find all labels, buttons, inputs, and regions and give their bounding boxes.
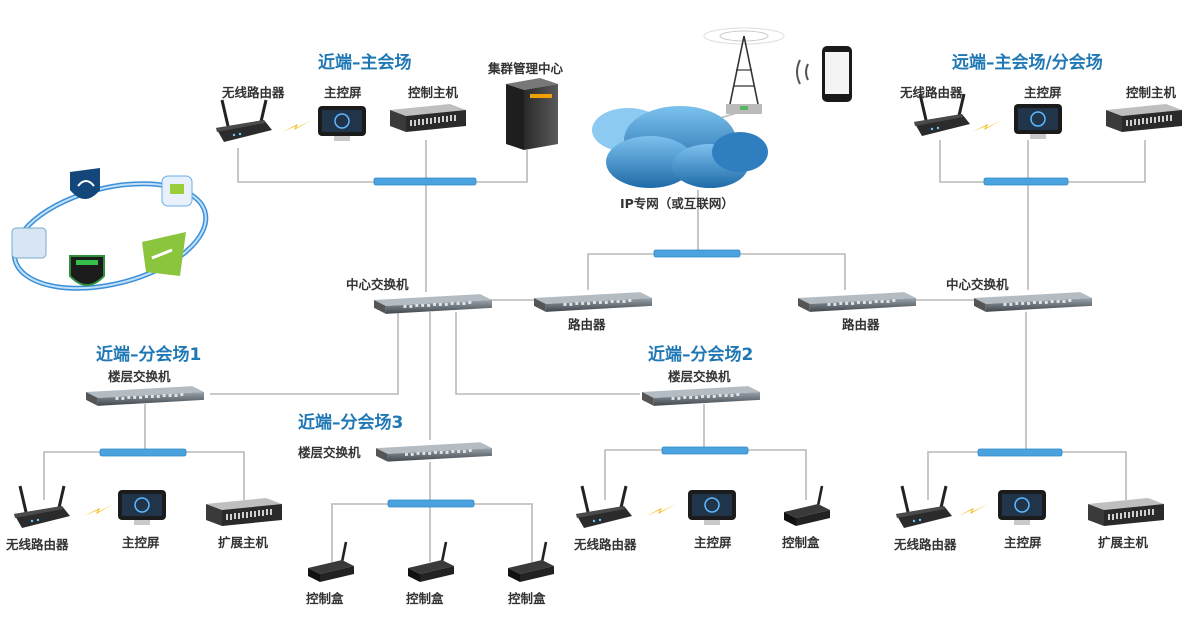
label-expansion-host: 扩展主机 bbox=[218, 535, 269, 550]
cloud-icon bbox=[592, 106, 768, 188]
label-control-host: 控制主机 bbox=[1126, 85, 1177, 100]
label-wifi-router: 无线路由器 bbox=[222, 85, 285, 100]
router-switch-icon bbox=[534, 292, 652, 312]
label-cloud: IP专网（或互联网） bbox=[620, 196, 734, 211]
wifi-router-icon bbox=[894, 484, 954, 530]
label-central-switch: 中心交换机 bbox=[346, 277, 409, 292]
touch-screen-icon bbox=[1013, 103, 1063, 140]
title-near-sub1: 近端–分会场1 bbox=[96, 345, 202, 365]
control-box-icon bbox=[406, 540, 456, 584]
title-near-main: 近端–主会场 bbox=[318, 53, 412, 73]
label-central-switch: 中心交换机 bbox=[946, 277, 1009, 292]
switch-icon bbox=[86, 386, 204, 406]
wireless-signal-icon bbox=[282, 120, 312, 132]
label-control-box: 控制盒 bbox=[508, 591, 546, 606]
label-main-screen: 主控屏 bbox=[694, 535, 732, 550]
control-host-icon bbox=[390, 104, 466, 132]
label-wifi-router: 无线路由器 bbox=[574, 537, 637, 552]
control-box-icon bbox=[782, 484, 832, 528]
phone-icon bbox=[796, 46, 852, 102]
title-near-sub3: 近端–分会场3 bbox=[298, 413, 404, 433]
switch-icon bbox=[374, 294, 492, 314]
wireless-signal-icon bbox=[972, 120, 1002, 132]
antenna-tower-icon bbox=[703, 27, 785, 114]
label-wifi-router: 无线路由器 bbox=[900, 85, 963, 100]
label-wifi-router: 无线路由器 bbox=[6, 537, 69, 552]
label-main-screen: 主控屏 bbox=[1024, 85, 1062, 100]
label-wifi-router: 无线路由器 bbox=[894, 537, 957, 552]
title-far-main: 远端–主会场/分会场 bbox=[952, 53, 1103, 73]
wifi-router-icon bbox=[12, 484, 72, 530]
control-box-icon bbox=[506, 540, 556, 584]
label-control-box: 控制盒 bbox=[782, 535, 820, 550]
switch-icon bbox=[974, 292, 1092, 312]
control-box-icon bbox=[306, 540, 356, 584]
label-control-box: 控制盒 bbox=[306, 591, 344, 606]
label-router: 路由器 bbox=[568, 317, 606, 332]
server-icon bbox=[506, 78, 558, 150]
control-host-icon bbox=[1106, 104, 1182, 132]
touch-screen-icon bbox=[997, 489, 1047, 526]
touch-screen-icon bbox=[317, 105, 367, 142]
title-near-sub2: 近端–分会场2 bbox=[648, 345, 754, 365]
switch-icon bbox=[642, 386, 760, 406]
wireless-signal-icon bbox=[646, 504, 676, 516]
router-switch-icon bbox=[798, 292, 916, 312]
label-expansion-host: 扩展主机 bbox=[1098, 535, 1149, 550]
touch-screen-icon bbox=[117, 489, 167, 526]
switch-icon bbox=[376, 442, 492, 462]
label-floor-switch: 楼层交换机 bbox=[298, 445, 361, 460]
label-main-screen: 主控屏 bbox=[1004, 535, 1042, 550]
label-floor-switch: 楼层交换机 bbox=[668, 369, 731, 384]
label-router: 路由器 bbox=[842, 317, 880, 332]
label-main-screen: 主控屏 bbox=[324, 85, 362, 100]
touch-screen-icon bbox=[687, 489, 737, 526]
wireless-signal-icon bbox=[84, 504, 114, 516]
expansion-host-icon bbox=[1088, 498, 1164, 526]
wires bbox=[43, 111, 1146, 562]
expansion-host-icon bbox=[206, 498, 282, 526]
label-cluster-center: 集群管理中心 bbox=[488, 61, 564, 76]
label-main-screen: 主控屏 bbox=[122, 535, 160, 550]
label-control-box: 控制盒 bbox=[406, 591, 444, 606]
label-floor-switch: 楼层交换机 bbox=[108, 369, 171, 384]
label-control-host: 控制主机 bbox=[408, 85, 459, 100]
wireless-signal-icon bbox=[958, 504, 988, 516]
wifi-router-icon bbox=[574, 484, 634, 530]
bus-bars bbox=[99, 177, 1069, 508]
wifi-router-icon bbox=[214, 98, 274, 144]
software-ring-icon bbox=[11, 168, 209, 291]
